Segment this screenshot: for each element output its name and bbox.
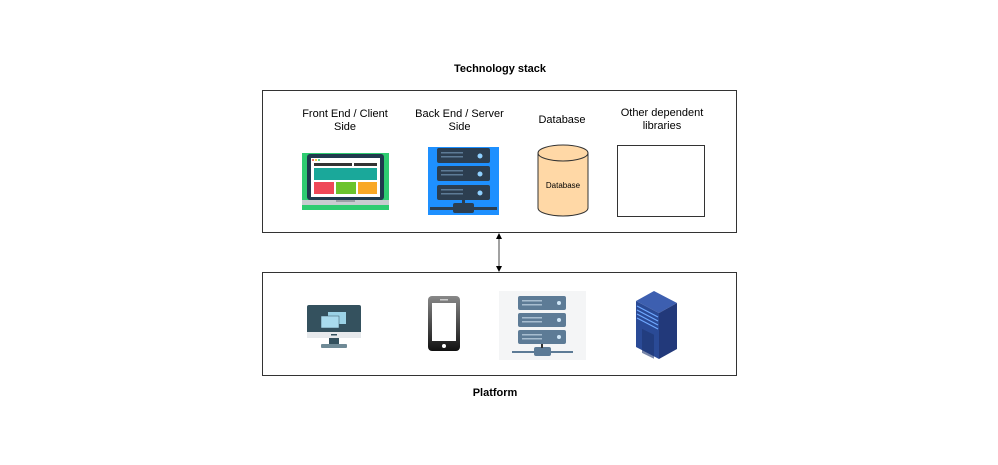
- datacenter-server-icon: [634, 289, 679, 359]
- backend-label: Back End / Server Side: [415, 108, 504, 133]
- laptop-webpage-icon: [302, 153, 389, 210]
- mobile-phone-icon: [428, 296, 460, 351]
- frontend-label: Front End / Client Side: [302, 108, 388, 133]
- server-rack-icon: [428, 147, 499, 215]
- bidirectional-arrow: [494, 233, 504, 272]
- desktop-monitor-icon: [307, 305, 361, 349]
- database-cylinder-icon: [537, 144, 589, 218]
- other-libraries-box: [617, 145, 705, 217]
- network-server-icon: [499, 291, 586, 360]
- other-libraries-label: Other dependent libraries: [620, 107, 704, 132]
- database-shape-text: Database: [545, 181, 581, 190]
- tech-stack-title: Technology stack: [453, 63, 547, 75]
- platform-title: Platform: [472, 387, 518, 399]
- database-label: Database: [538, 114, 586, 126]
